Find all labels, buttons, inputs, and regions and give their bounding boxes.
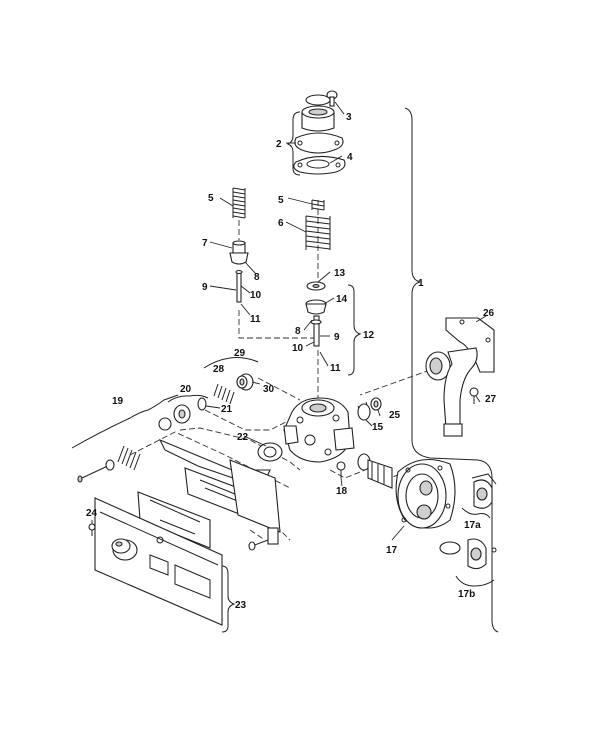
spring-part-5-left — [232, 187, 246, 219]
bracket-23 — [221, 565, 236, 633]
poppet-part-14 — [305, 299, 327, 315]
bracket-2 — [286, 111, 301, 176]
callout-25: 25 — [389, 410, 401, 421]
bracket-29 — [203, 357, 259, 369]
callout-18: 18 — [336, 486, 348, 497]
pin-part-9-left — [235, 269, 243, 303]
gasket-part-22 — [257, 442, 283, 462]
callout-4: 4 — [347, 152, 353, 163]
callout-8-center: 8 — [295, 326, 301, 337]
poppet-part-7 — [229, 240, 249, 265]
callout-10-left: 10 — [250, 290, 262, 301]
screw-part-27 — [469, 387, 479, 404]
assembly-line-26 — [359, 369, 431, 396]
callout-21: 21 — [221, 404, 233, 415]
spring-part-28 — [213, 383, 235, 405]
valve-body-main — [283, 397, 355, 463]
assembly-line-left-stack — [238, 220, 318, 339]
callout-27: 27 — [485, 394, 497, 405]
pin-part-9-center — [310, 315, 322, 347]
bracket-12 — [347, 284, 362, 376]
callout-14: 14 — [336, 294, 348, 305]
spring-part-6 — [305, 215, 331, 250]
ring-part-25 — [370, 397, 382, 411]
ring-part-21 — [197, 397, 207, 411]
spring-part-15 — [357, 401, 371, 421]
front-panel-part-23 — [94, 497, 223, 626]
callout-7: 7 — [202, 238, 208, 249]
callout-17: 17 — [386, 545, 398, 556]
plug-part-20 — [158, 404, 191, 431]
callout-11-center: 11 — [330, 363, 341, 374]
callout-13: 13 — [334, 268, 346, 279]
callout-19: 19 — [112, 396, 124, 407]
bracket-1 — [404, 107, 499, 633]
bracket-17a — [461, 507, 491, 519]
screw-part-3 — [326, 90, 338, 107]
callout-26: 26 — [483, 308, 495, 319]
callout-6: 6 — [278, 218, 284, 229]
spring-part-19 — [117, 445, 141, 471]
screw-lower-cover — [248, 527, 279, 551]
callout-11-left: 11 — [250, 314, 261, 325]
bracket-17b — [455, 575, 495, 587]
spring-part-5-center — [311, 199, 325, 211]
callout-17a: 17a — [464, 520, 481, 531]
knob-front-panel — [111, 538, 138, 561]
screw-part-18 — [336, 461, 346, 478]
callout-3: 3 — [346, 112, 352, 123]
callout-22: 22 — [237, 432, 249, 443]
cover-plate-rear — [229, 459, 281, 533]
callout-17b: 17b — [458, 589, 475, 600]
bolt-part-19 — [77, 459, 115, 483]
assembly-line-29 — [257, 377, 301, 401]
cap-part-30 — [236, 373, 254, 391]
callout-9-center: 9 — [334, 332, 340, 343]
callout-23: 23 — [235, 600, 247, 611]
callout-1: 1 — [418, 278, 424, 289]
cover-part-17b — [439, 538, 497, 570]
washer-part-13 — [306, 281, 326, 291]
callout-2: 2 — [276, 139, 282, 150]
callout-12: 12 — [363, 330, 375, 341]
leader-lines — [91, 101, 487, 541]
cover-part-17a — [471, 473, 497, 509]
shaft-part-17 — [357, 453, 393, 489]
callout-15: 15 — [372, 422, 384, 433]
callout-28: 28 — [213, 364, 225, 375]
callout-9-left: 9 — [202, 282, 208, 293]
elbow-bracket-part-26 — [425, 317, 495, 437]
callout-30: 30 — [263, 384, 275, 395]
callout-24: 24 — [86, 508, 98, 519]
callout-20: 20 — [180, 384, 192, 395]
callout-5-left: 5 — [208, 193, 214, 204]
screw-part-24 — [88, 523, 96, 536]
cover-plate-lower — [137, 491, 211, 549]
callout-5-center: 5 — [278, 195, 284, 206]
housing-part-2 — [294, 94, 344, 154]
assembly-line-20 — [204, 409, 291, 431]
gasket-part-4 — [293, 155, 346, 175]
assembly-line-18 — [329, 469, 366, 479]
flange-housing-part-17 — [395, 458, 456, 529]
callout-10-center: 10 — [292, 343, 304, 354]
bracket-20 — [167, 394, 209, 403]
assembly-line-22 — [179, 427, 301, 471]
callout-8-left: 8 — [254, 272, 260, 283]
callout-29: 29 — [234, 348, 246, 359]
bracket-19 — [71, 394, 179, 449]
